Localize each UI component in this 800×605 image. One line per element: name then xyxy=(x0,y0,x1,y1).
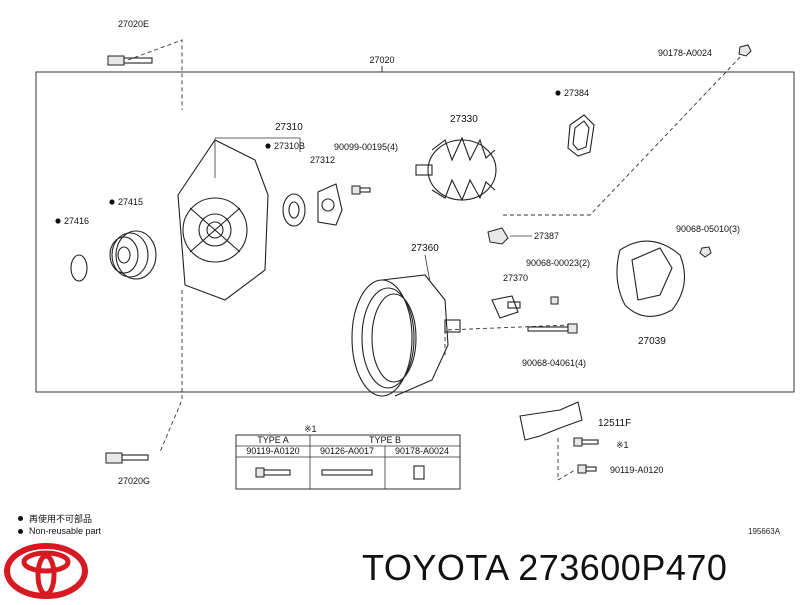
screw-90068a xyxy=(550,296,559,305)
brand-caption: TOYOTA 273600P470 xyxy=(362,547,728,588)
bolt-type-a xyxy=(255,467,291,478)
bearing-27310b xyxy=(282,193,306,227)
insulator-27384 xyxy=(567,114,595,157)
stator-27360 xyxy=(351,274,461,397)
nut-90068c xyxy=(699,246,712,258)
bracket-12511f xyxy=(519,401,583,441)
legend-text-jp: 再使用不可部品 xyxy=(29,514,93,524)
label-27020g: 27020G xyxy=(118,476,150,486)
label-27330: 27330 xyxy=(450,114,478,125)
type-table: ※1 TYPE A TYPE B 90119-A0120 90126-A0017… xyxy=(235,424,461,490)
type-a-header: TYPE A xyxy=(257,435,289,445)
legend-dot xyxy=(18,528,23,534)
nonreuse-dot xyxy=(555,90,561,96)
label-27370: 27370 xyxy=(503,273,528,283)
toyota-logo-icon xyxy=(4,543,88,599)
plug-27387 xyxy=(487,227,509,245)
label-27416: 27416 xyxy=(64,216,89,226)
bolt-90068b xyxy=(527,323,578,334)
label-90099: 90099-00195(4) xyxy=(334,142,398,152)
label-27360: 27360 xyxy=(411,243,439,254)
assembly-frame xyxy=(35,71,795,393)
type-col3: 90178-A0024 xyxy=(395,446,449,456)
type-col2: 90126-A0017 xyxy=(320,446,374,456)
screw-90099 xyxy=(351,185,371,195)
label-90068c: 90068-05010(3) xyxy=(676,224,740,234)
label-27312: 27312 xyxy=(310,155,335,165)
bolt-ref1 xyxy=(573,437,599,447)
bolt-27020e xyxy=(107,55,153,66)
label-27039: 27039 xyxy=(638,336,666,347)
label-12511f: 12511F xyxy=(598,418,631,429)
pulley-27415 xyxy=(109,230,157,280)
bolt-27020g xyxy=(105,452,149,464)
bolt-90119 xyxy=(577,464,597,474)
cap-27416 xyxy=(70,254,88,282)
leader-bolt xyxy=(444,324,571,355)
nonreuse-dot xyxy=(109,199,115,205)
label-90068a: 90068-00023(2) xyxy=(526,258,590,268)
leader-27360 xyxy=(424,254,431,283)
label-90068b: 90068-04061(4) xyxy=(522,358,586,368)
leader-27020e xyxy=(127,39,183,110)
label-27020e: 27020E xyxy=(118,19,149,29)
rear-cover-27039 xyxy=(616,240,686,317)
leader-27020g xyxy=(159,290,183,453)
leader-90178 xyxy=(500,51,746,216)
bolt-type-b xyxy=(321,469,373,476)
nut-type-b xyxy=(413,465,425,480)
drive-end-frame xyxy=(177,139,269,301)
regulator-27370 xyxy=(491,295,521,319)
type-col1: 90119-A0120 xyxy=(246,446,299,456)
label-90178: 90178-A0024 xyxy=(658,48,712,58)
type-b-header: TYPE B xyxy=(369,435,401,445)
label-27384: 27384 xyxy=(564,88,589,98)
label-27310: 27310 xyxy=(275,122,303,133)
legend-row-jp: 再使用不可部品 xyxy=(18,512,92,525)
nonreuse-dot xyxy=(265,143,271,149)
label-27415: 27415 xyxy=(118,197,143,207)
label-ref1: ※1 xyxy=(616,440,629,450)
type-table-note: ※1 xyxy=(304,424,317,434)
nut-90178 xyxy=(738,44,752,57)
label-27310b: 27310B xyxy=(274,141,305,151)
nonreuse-dot xyxy=(55,218,61,224)
frame-label: 27020 xyxy=(369,55,394,65)
legend-row-en: Non-reusable part xyxy=(18,526,101,536)
leader-bracket xyxy=(557,438,576,481)
retainer-27312 xyxy=(317,183,343,226)
label-27387: 27387 xyxy=(534,231,559,241)
label-90119: 90119-A0120 xyxy=(610,465,663,475)
legend-dot xyxy=(18,516,23,521)
diagram-ref-code: 195663A xyxy=(748,527,781,536)
legend-text-en: Non-reusable part xyxy=(29,526,102,536)
rotor-27330 xyxy=(415,136,497,202)
